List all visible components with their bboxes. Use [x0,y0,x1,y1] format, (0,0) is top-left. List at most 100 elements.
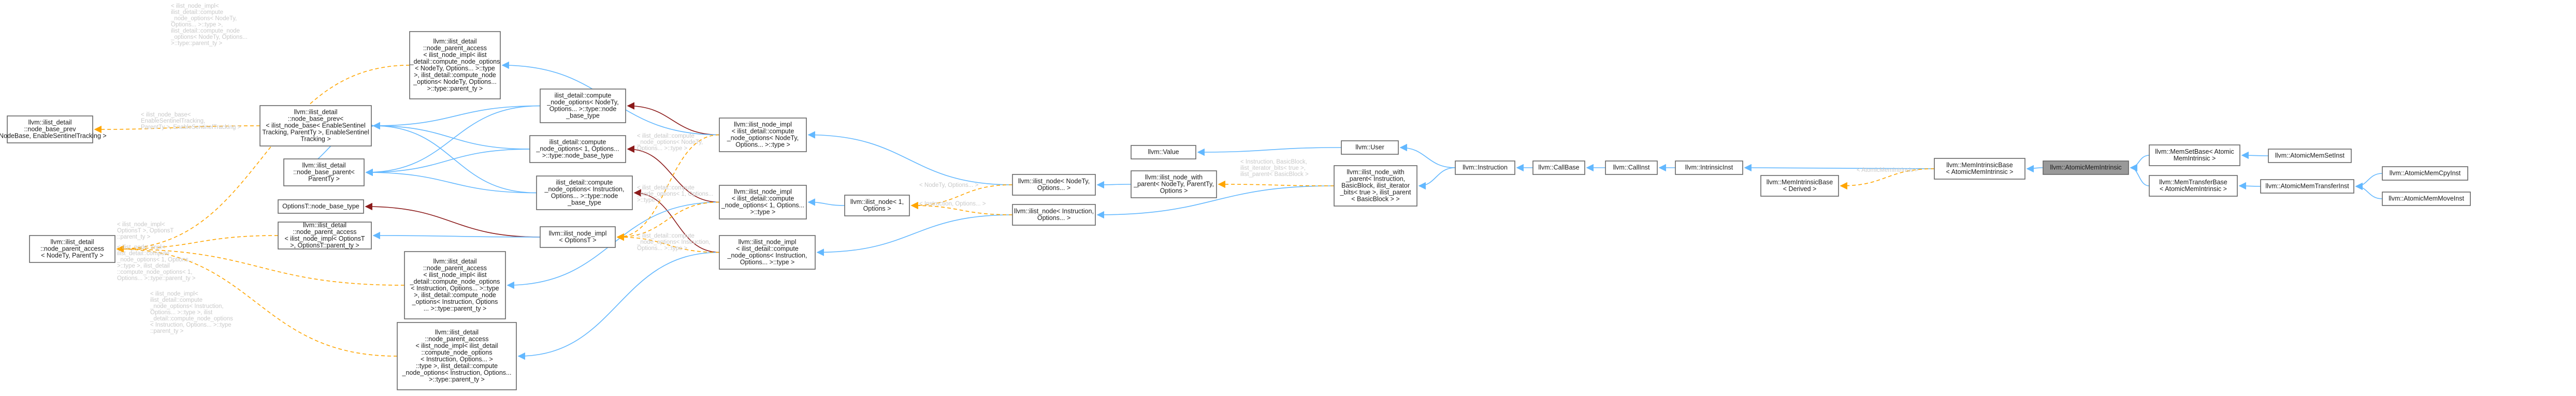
class-node-optionsT-node-base-type[interactable]: OptionsT::node_base_type [278,199,364,214]
class-node-label-line: Options... >::type > [735,141,790,149]
class-node-node-parent-access-bot[interactable]: llvm::ilist_detail::node_parent_access< … [397,322,517,390]
class-node-compute-opts-3[interactable]: ilist_detail::compute_node_options< Inst… [536,175,633,210]
nodes-layer: llvm::ilist_detail::node_base_prev< Node… [0,31,2471,390]
class-node-box [397,322,517,390]
class-node-node-parent-access-1[interactable]: llvm::ilist_detail::node_parent_access< … [29,235,115,263]
edge-label-line: _node_options< Instruction, [150,303,224,310]
class-node-label-line: llvm::MemSetBase< Atomic [2155,148,2234,155]
class-node-ilist-node-base[interactable]: llvm::ilist_detail::node_base_prev< Node… [0,115,107,143]
class-node-label-line: Options... > [1037,214,1070,222]
class-node-label-line: OptionsT::node_base_type [282,203,359,210]
edge-atomic_memcpy-to-atomic_memtransfer [2355,173,2383,190]
class-node-label-line: >, ilist_detail::compute_node [414,291,496,299]
edge-label-line: >::type > [637,197,660,203]
class-node-label-line: < NodeTy, Options... >::type [415,65,495,72]
class-node-llvm-callinst[interactable]: llvm::CallInst [1605,160,1658,175]
edge-label-lbl_6: < ilist_detail::compute_node_options< No… [636,133,703,152]
class-node-mem-intrinsic-base-atomic[interactable]: llvm::MemIntrinsicBase< AtomicMemIntrins… [1934,158,2025,180]
edge-label-line: >::type::parent_ty > [171,40,222,47]
class-node-label-line: llvm::CallInst [1613,164,1650,171]
class-node-label-line: llvm::ilist_detail [433,38,476,45]
class-node-box [1131,170,1217,198]
class-node-label-line: llvm::MemTransferBase [2159,179,2227,186]
class-node-box [1532,160,1585,175]
class-node-compute-opts-1[interactable]: ilist_detail::compute_node_options< Node… [540,89,626,123]
edge-label-line: _node_options< 1, Options... [636,191,713,197]
class-node-label-line: >, ilist_detail::compute_node [414,71,496,79]
class-node-box [2043,160,2129,175]
class-node-ilist-node-impl-2[interactable]: llvm::ilist_node_impl< ilist_detail::com… [719,185,807,219]
class-node-label-line: < NodeBase, EnableSentinelTracking > [0,133,107,140]
class-node-atomic-memcpy[interactable]: llvm::AtomicMemCpyInst [2382,166,2468,181]
class-node-compute-opts-2[interactable]: ilist_detail::compute_node_options< 1, O… [529,135,626,163]
class-node-label-line: ::node_base_parent< [293,169,355,176]
class-node-box [2260,179,2354,194]
edge-label-line: _node_options< NodeTy, [170,16,237,22]
class-node-node-parent-access-top[interactable]: llvm::ilist_detail::node_parent_access< … [409,31,501,99]
class-node-memset-base[interactable]: llvm::MemSetBase< AtomicMemIntrinsic > [2149,144,2240,166]
class-node-label-line: _base_type [566,112,600,120]
edge-ilist_node_Instr-to-ilist_node_1 [910,201,1013,215]
class-node-label-line: llvm::ilist_node< NodeTy, [1018,178,1090,185]
class-node-atomic-memmove[interactable]: llvm::AtomicMemMoveInst [2382,192,2471,206]
edge-label-lbl_12: < AtomicMemIntrinsic > [1857,167,1919,173]
class-node-atomic-memset[interactable]: llvm::AtomicMemSetInst [2268,149,2352,163]
class-node-label-line: < Instruction, Options... > [421,356,493,363]
edge-compute_opts_2-to-node_base_prev_2 [372,122,530,150]
edge-label-line: ilist_iterator_bits< true >, [1240,165,1306,171]
class-node-atomic-mem-intrinsic[interactable]: llvm::AtomicMemIntrinsic [2043,160,2129,175]
edge-ilist_node_impl_1-to-ilist_node_impl_T [616,134,720,241]
class-node-label-line: llvm::ilist_node_impl [549,230,607,237]
class-node-label-line: Options... >::type::node [551,193,618,200]
class-node-label-line: llvm::User [1355,144,1384,151]
class-node-label-line: ilist_detail::compute [556,179,613,186]
class-node-label-line: _node_options< 1, Options... [721,202,804,209]
class-node-ilist-node-impl-3[interactable]: llvm::ilist_node_impl< ilist_detail::com… [719,235,816,270]
class-node-node-base-prev-2[interactable]: llvm::ilist_detail::node_base_prev<< ili… [259,105,372,146]
class-node-label-line: llvm::ilist_node_impl [739,239,797,246]
class-node-label-line: ::node_base_prev< [288,115,343,123]
edge-label-line: < ilist_detail::compute [637,133,694,139]
class-node-llvm-intrinsicinst[interactable]: llvm::IntrinsicInst [1675,160,1743,175]
class-node-box [1455,160,1515,175]
edge-label-line: < ilist_detail::compute [637,233,694,239]
class-node-label-line: >::type::parent_ty > [427,85,483,92]
edge-compute_opts_1-to-node_base_parent [365,105,541,177]
class-node-memtransfer-base[interactable]: llvm::MemTransferBase< AtomicMemIntrinsi… [2149,175,2238,197]
class-node-mem-intrinsic-base-derived[interactable]: llvm::MemIntrinsicBase< Derived > [1760,175,1839,197]
edge-llvm_user-to-llvm_value [1197,147,1342,156]
class-node-label-line: ::node_parent_access [425,335,488,343]
class-node-ilist-node-1[interactable]: llvm::ilist_node< 1,Options > [844,195,910,216]
edge-label-lbl_7: < ilist_detail::compute_node_options< 1,… [636,185,713,203]
class-node-label-line: Tracking > [300,136,330,143]
class-node-label-line: _parent< NodeTy, ParentTy, [1133,181,1214,188]
class-node-node-base-parent[interactable]: llvm::ilist_detail::node_base_parent<Par… [283,158,365,186]
class-node-llvm-value[interactable]: llvm::Value [1131,145,1196,159]
class-node-atomic-memtransfer[interactable]: llvm::AtomicMemTransferInst [2260,179,2354,194]
edge-ilist_node_impl_T-to-optionsT_node_base_type [365,202,541,238]
class-node-llvm-user[interactable]: llvm::User [1341,140,1399,155]
class-node-ilist-node-NodeTy[interactable]: llvm::ilist_node< NodeTy,Options... > [1012,174,1096,196]
edge-ilist_node_with_parent-to-ilist_node_NodeTy [1096,181,1132,189]
class-node-ilist-node-impl-1[interactable]: llvm::ilist_node_impl< ilist_detail::com… [719,118,807,152]
class-node-label-line: < ilist_detail::compute [732,128,794,135]
edge-label-line: _node_options< NodeTy, [636,139,703,145]
class-node-label-line: < ilist_node_impl< ilist [423,271,487,278]
class-node-ilist-node-with-parent[interactable]: llvm::ilist_node_with_parent< NodeTy, Pa… [1131,170,1217,198]
class-node-ilist-node-impl-T[interactable]: llvm::ilist_node_impl< OptionsT > [540,226,616,248]
class-node-label-line: llvm::AtomicMemIntrinsic [2050,164,2121,171]
edge-ilist_node_Instr-to-ilist_node_impl_3 [816,214,1013,256]
class-node-llvm-callbase[interactable]: llvm::CallBase [1532,160,1585,175]
class-node-box [2149,175,2238,197]
class-node-box [1012,174,1096,196]
class-node-ilist-node-with-parent-bb[interactable]: llvm::ilist_node_with_parent< Instructio… [1334,165,1417,207]
class-node-ilist-node-Instr[interactable]: llvm::ilist_node< Instruction,Options...… [1012,204,1096,226]
class-node-box [278,199,364,214]
class-node-label-line: llvm::ilist_node_impl [734,188,792,196]
class-node-node-parent-access-mid[interactable]: llvm::ilist_detail::node_parent_access< … [404,251,506,319]
class-node-llvm-instruction[interactable]: llvm::Instruction [1455,160,1515,175]
class-node-label-line: _node_options< NodeTy, [727,135,799,142]
class-node-node-parent-access-opts[interactable]: llvm::ilist_detail::node_parent_access< … [278,222,372,250]
class-node-label-line: llvm::AtomicMemSetInst [2275,152,2345,159]
